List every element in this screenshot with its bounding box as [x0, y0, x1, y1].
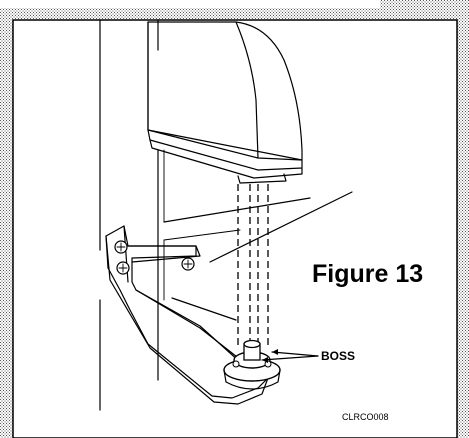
cabinet-wall: [99, 19, 165, 411]
alignment-lines: [237, 184, 269, 350]
screw-right-icon: [181, 257, 195, 271]
screw-lower-icon: [116, 261, 130, 275]
boss-leader-lines: [261, 349, 319, 363]
shelf-lines: [163, 191, 353, 321]
mounting-block: [147, 21, 303, 184]
boss-fitting: [223, 339, 281, 390]
screw-upper-icon: [114, 240, 128, 254]
l-bracket: [105, 225, 269, 405]
figure-title: Figure 13: [312, 260, 423, 288]
figure-code: CLRCO008: [342, 412, 389, 422]
boss-callout-label: BOSS: [321, 349, 355, 363]
